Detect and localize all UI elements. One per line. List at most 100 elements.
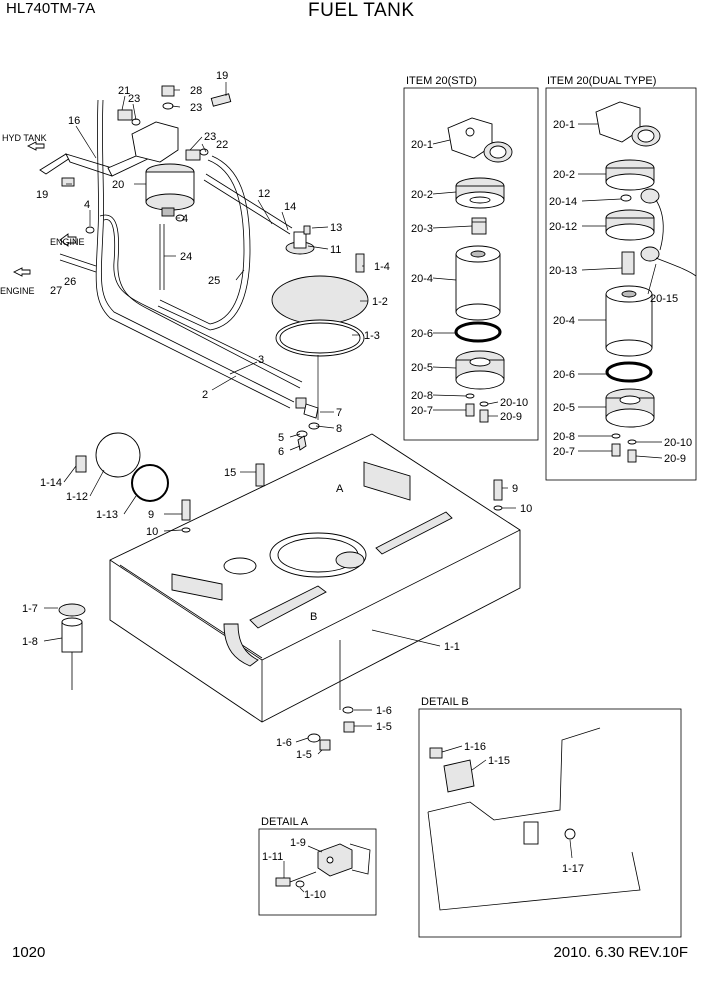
callout-23-c: 23 [204,131,216,143]
fuel-tank-body [109,433,521,723]
callout-dual-20-10: 20-10 [664,437,692,449]
model-number: HL740TM-7A [6,0,96,17]
callout-std-20-5: 20-5 [411,362,433,374]
dual-nipple [621,251,635,275]
callout-1-2: 1-2 [372,296,388,308]
callout-1-6-right: 1-6 [376,705,392,717]
callout-1-14: 1-14 [40,477,62,489]
item20-dual-label: ITEM 20(DUAL TYPE) [547,75,656,87]
callout-19-top: 19 [216,70,228,82]
callout-std-20-2: 20-2 [411,189,433,201]
dual-water-separator [605,209,655,241]
callout-dual-20-13: 20-13 [549,265,577,277]
callout-b-1-15: 1-15 [488,755,510,767]
dual-filter-cap [605,159,655,191]
dual-leader-lines [578,123,663,459]
callout-1-3: 1-3 [364,330,380,342]
upper-leader-lines [66,82,368,451]
std-leader-lines [432,139,499,417]
callout-dual-20-1: 20-1 [553,119,575,131]
callout-27: 27 [50,285,62,297]
detail-a-marker: A [336,483,344,495]
callout-1-8: 1-8 [22,636,38,648]
callout-19-left: 19 [36,189,48,201]
item20-std-box [403,87,539,441]
callout-1-12: 1-12 [66,491,88,503]
dual-filter-head [595,101,661,147]
detail-a-leaders [283,845,323,893]
callout-25: 25 [208,275,220,287]
callout-28: 28 [190,85,202,97]
callout-4-left: 4 [84,199,90,211]
callout-16: 16 [68,115,80,127]
callout-1-5-left: 1-5 [296,749,312,761]
callout-dual-20-9: 20-9 [664,453,686,465]
detail-b-leaders [441,745,573,859]
callout-a-1-9: 1-9 [290,837,306,849]
callout-dual-20-7: 20-7 [553,446,575,458]
dual-cartridge [605,285,653,357]
callout-14: 14 [284,201,296,213]
callout-dual-20-8: 20-8 [553,431,575,443]
callout-std-20-8: 20-8 [411,390,433,402]
label-hyd-tank: HYD TANK [2,133,47,143]
dual-o-ring [605,361,653,383]
callout-dual-20-14: 20-14 [549,196,577,208]
std-filter-head [447,117,513,163]
callout-23-b: 23 [190,102,202,114]
detail-a-drawing [275,843,371,888]
callout-dual-20-2: 20-2 [553,169,575,181]
detail-b-box [418,708,682,938]
callout-1-6-left: 1-6 [276,737,292,749]
callout-std-20-3: 20-3 [411,223,433,235]
callout-b-1-16: 1-16 [464,741,486,753]
callout-1-13: 1-13 [96,509,118,521]
callout-20: 20 [112,179,124,191]
label-engine-upper: ENGINE [50,237,85,247]
callout-std-20-9: 20-9 [500,411,522,423]
tank-side-parts [58,432,503,751]
std-cartridge [455,245,501,321]
fuel-hoses [59,99,303,409]
callout-9-right: 9 [512,483,518,495]
callout-5: 5 [278,432,284,444]
callout-std-20-7: 20-7 [411,405,433,417]
tank-leader-lines [43,465,516,755]
detail-b-label: DETAIL B [421,696,469,708]
std-drain-parts [465,393,489,423]
callout-dual-20-6: 20-6 [553,369,575,381]
callout-a-1-10: 1-10 [304,889,326,901]
callout-std-20-10: 20-10 [500,397,528,409]
main-fuel-filter [131,121,195,217]
revision-date: 2010. 6.30 REV.10F [553,944,688,961]
callout-1-7: 1-7 [22,603,38,615]
callout-12: 12 [258,188,270,200]
callout-15: 15 [224,467,236,479]
dual-sensor [620,188,697,277]
std-o-ring [454,321,502,343]
callout-8: 8 [336,423,342,435]
dual-bowl [605,388,655,428]
flow-arrows [12,141,77,277]
callout-21: 21 [118,85,130,97]
detail-b-marker: B [310,611,317,623]
callout-dual-20-15: 20-15 [650,293,678,305]
std-filter-cap [455,177,505,209]
callout-22: 22 [216,139,228,151]
callout-26: 26 [64,276,76,288]
fuel-sender-unit [285,225,365,273]
callout-dual-20-5: 20-5 [553,402,575,414]
callout-3: 3 [258,354,264,366]
callout-1-4: 1-4 [374,261,390,273]
callout-std-20-6: 20-6 [411,328,433,340]
page-number: 1020 [12,944,46,961]
callout-10-right: 10 [520,503,532,515]
detail-a-label: DETAIL A [261,816,309,828]
callout-a-1-11: 1-11 [262,851,283,863]
callout-23-a: 23 [128,93,140,105]
pipe-elbow-fittings [295,397,320,451]
label-engine-lower: ENGINE [0,286,35,296]
page-title: FUEL TANK [308,0,415,21]
callout-dual-20-4: 20-4 [553,315,575,327]
callout-11: 11 [330,244,341,256]
